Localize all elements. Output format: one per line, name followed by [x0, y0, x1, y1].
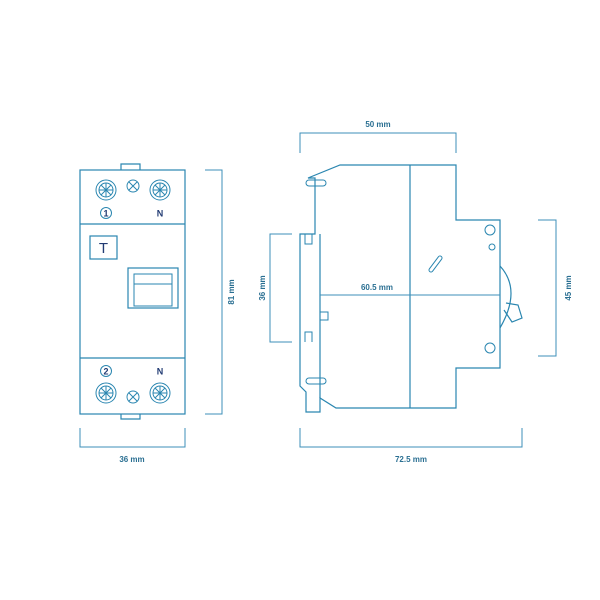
bottom-hook-slot [305, 377, 327, 385]
right-height-label: 45 mm [564, 275, 573, 300]
bottom-terminal-label-n: N [157, 367, 164, 377]
front-width-dimension [79, 428, 186, 448]
top-terminal-label-1: 1 [103, 209, 108, 219]
depth-label: 60.5 mm [361, 283, 393, 292]
upper-mount-hole [484, 224, 496, 236]
top-terminal-right-icon [149, 179, 171, 201]
side-width-dimension [299, 132, 457, 153]
top-hook-slot [305, 179, 327, 187]
side-view: 60.5 mm 50 mm 36 mm 45 mm 72.5 mm [258, 120, 573, 464]
toggle-lever-icon [127, 267, 179, 309]
type-label-box [89, 235, 118, 260]
lever-knob-icon [503, 302, 523, 323]
side-width-label: 50 mm [365, 120, 390, 129]
lower-latch-notch [304, 331, 313, 342]
upper-latch-notch [304, 234, 313, 245]
top-center-screw-icon [126, 179, 140, 193]
front-view: 1 N T 2 N 36 [79, 163, 236, 464]
bottom-center-screw-icon [126, 390, 140, 404]
right-height-dimension [538, 219, 557, 357]
lower-mount-hole [484, 342, 496, 354]
upper-small-hole [488, 243, 496, 251]
side-outline [299, 164, 501, 413]
bottom-terminal-right-icon [149, 382, 171, 404]
bottom-terminal-left-icon [95, 382, 117, 404]
front-height-label: 81 mm [227, 279, 236, 304]
total-depth-dimension [299, 428, 523, 448]
total-depth-label: 72.5 mm [395, 455, 427, 464]
center-clip [319, 311, 329, 321]
terminal-label-ring [100, 365, 112, 377]
top-clip-tab [120, 163, 141, 170]
front-width-label: 36 mm [119, 455, 144, 464]
lever-arc [499, 265, 512, 329]
bottom-clip-tab [120, 414, 141, 420]
terminal-label-ring [100, 207, 112, 219]
top-terminal-left-icon [95, 179, 117, 201]
front-body [79, 169, 186, 415]
rail-height-dimension [269, 233, 292, 343]
type-label: T [99, 240, 108, 257]
rail-height-label: 36 mm [258, 275, 267, 300]
bottom-terminal-label-2: 2 [103, 367, 108, 377]
top-terminal-label-n: N [157, 209, 164, 219]
front-height-dimension [205, 169, 223, 415]
